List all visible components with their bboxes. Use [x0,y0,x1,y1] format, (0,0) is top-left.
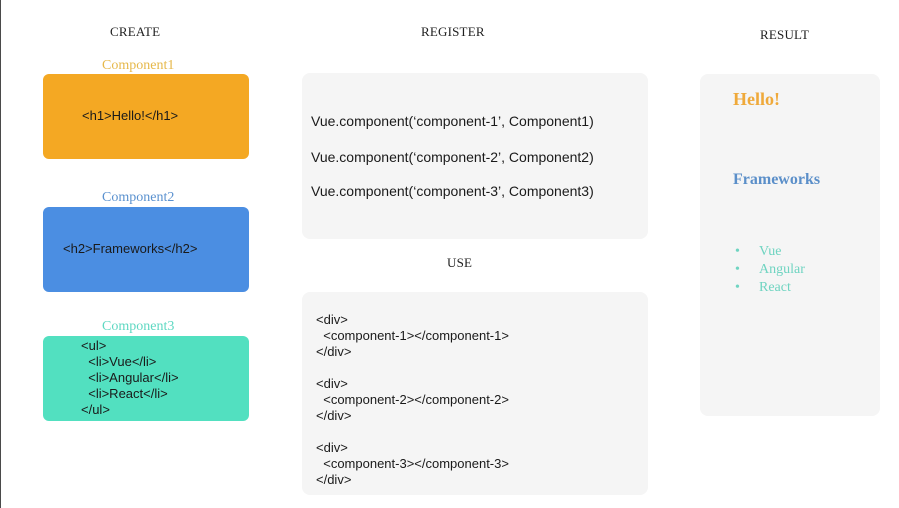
result-hello-heading: Hello! [733,89,780,109]
use-block-2-line: <div> [316,376,348,391]
use-block-3-line: <component-3></component-3> [316,456,509,471]
use-block-3-line: </div> [316,472,352,487]
left-border-line [0,0,1,508]
use-block-1-line: <component-1></component-1> [316,328,509,343]
result-panel: Hello! Frameworks • Vue • Angular • React [700,74,880,416]
component3-code-line: <li>Vue</li> [81,354,157,369]
component3-code-line: <li>Angular</li> [81,370,179,385]
create-heading: CREATE [110,24,161,39]
register-line-2: Vue.component(‘component-2’, Component2) [311,149,594,165]
use-block-1-line: <div> [316,312,348,327]
component2-code: <h2>Frameworks</h2> [63,241,198,256]
component2-label: Component2 [102,190,175,205]
component2-box: <h2>Frameworks</h2> [43,207,249,292]
result-framework-list: • Vue • Angular • React [735,243,805,297]
component1-code: <h1>Hello!</h1> [82,108,179,123]
result-list-item: • Vue [735,243,805,261]
use-block-2-line: </div> [316,408,352,423]
register-heading: REGISTER [421,24,485,39]
use-block-3-line: <div> [316,440,348,455]
component3-box: <ul> <li>Vue</li> <li>Angular</li> <li>R… [43,336,249,421]
component1-label: Component1 [102,58,175,73]
bullet-icon: • [735,262,740,277]
bullet-icon: • [735,244,740,259]
component3-code-line: <ul> [81,338,107,353]
register-panel: Vue.component(‘component-1’, Component1)… [302,73,648,239]
component1-box: <h1>Hello!</h1> [43,74,249,159]
register-line-3: Vue.component(‘component-3’, Component3) [311,183,594,199]
use-panel: <div> <component-1></component-1> </div>… [302,292,648,495]
result-list-item: • React [735,279,805,297]
result-list-item: • Angular [735,261,805,279]
use-block-1-line: </div> [316,344,352,359]
use-heading: USE [447,255,473,270]
component3-code-line: <li>React</li> [81,386,168,401]
register-line-1: Vue.component(‘component-1’, Component1) [311,113,594,129]
result-list-item-label: Angular [759,262,805,277]
result-list-item-label: Vue [759,244,782,259]
component3-code-line: </ul> [81,402,110,417]
result-heading: RESULT [760,27,810,42]
component3-label: Component3 [102,319,175,334]
bullet-icon: • [735,280,740,295]
result-list-item-label: React [759,280,791,295]
result-frameworks-heading: Frameworks [733,171,821,188]
use-block-2-line: <component-2></component-2> [316,392,509,407]
